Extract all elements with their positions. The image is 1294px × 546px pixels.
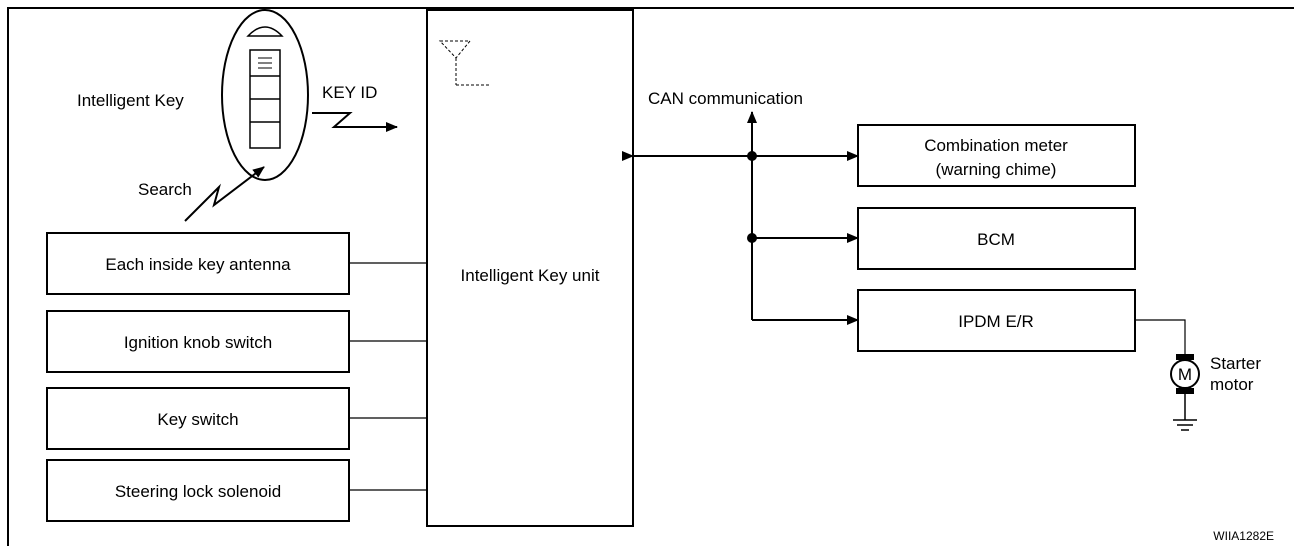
intelligent-key-label: Intelligent Key bbox=[77, 91, 184, 110]
starter-label-line1: Starter bbox=[1210, 354, 1261, 373]
intelligent-key-fob-icon bbox=[221, 9, 309, 181]
motor-icon: M bbox=[1135, 319, 1200, 394]
key-id-signal-arrow bbox=[312, 112, 398, 132]
output-combination-meter: Combination meter (warning chime) bbox=[857, 124, 1136, 187]
output-bcm: BCM bbox=[857, 207, 1136, 270]
output-label-line2: (warning chime) bbox=[936, 160, 1057, 179]
input-connectors bbox=[349, 262, 427, 491]
bus-junction bbox=[747, 233, 757, 243]
output-label: IPDM E/R bbox=[958, 312, 1034, 331]
ground-icon bbox=[1173, 394, 1197, 431]
search-label: Search bbox=[138, 180, 192, 199]
input-key-switch: Key switch bbox=[46, 387, 350, 450]
input-label: Key switch bbox=[157, 410, 238, 429]
can-bus bbox=[622, 111, 859, 325]
output-label-line1: Combination meter bbox=[924, 136, 1068, 155]
input-ignition-knob-switch: Ignition knob switch bbox=[46, 310, 350, 373]
input-label: Each inside key antenna bbox=[105, 255, 291, 274]
starter-label-line2: motor bbox=[1210, 375, 1254, 394]
motor-symbol: M bbox=[1178, 365, 1192, 384]
input-label: Ignition knob switch bbox=[124, 333, 272, 352]
antenna-icon bbox=[438, 40, 490, 86]
search-signal-arrow bbox=[184, 166, 265, 222]
bus-junction bbox=[747, 151, 757, 161]
frame bbox=[7, 7, 1294, 546]
key-id-label: KEY ID bbox=[322, 83, 377, 102]
figure-code: WIIA1282E bbox=[1213, 529, 1274, 543]
input-each-inside-key-antenna: Each inside key antenna bbox=[46, 232, 350, 295]
unit-label: Intelligent Key unit bbox=[461, 266, 600, 285]
input-steering-lock-solenoid: Steering lock solenoid bbox=[46, 459, 350, 522]
output-label: BCM bbox=[977, 230, 1015, 249]
intelligent-key-unit: Intelligent Key unit bbox=[426, 9, 634, 527]
input-label: Steering lock solenoid bbox=[115, 482, 281, 501]
output-ipdm-er: IPDM E/R bbox=[857, 289, 1136, 352]
can-communication-label: CAN communication bbox=[648, 89, 803, 108]
